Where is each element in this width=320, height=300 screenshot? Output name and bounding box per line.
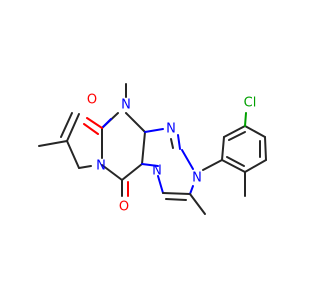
bond-c4a-c4 — [121, 163, 143, 181]
bond-c6-c7 — [162, 192, 191, 195]
bond-n9-c9a — [177, 134, 181, 150]
bond-c7-n8 — [189, 185, 194, 195]
bond-n7-c6 — [157, 175, 164, 194]
bond-c-methyl — [38, 140, 68, 147]
bond-ar6-ar1-inner — [226, 156, 245, 167]
bond-c9a-c9a-double — [170, 138, 174, 149]
bond-ar1-ar2 — [221, 136, 225, 161]
bond-c4a-n7 — [141, 163, 159, 167]
oxygen-atom-bottom: O — [119, 200, 129, 215]
nitrogen-atom-n8: N — [192, 171, 202, 186]
oxygen-atom-top: O — [87, 93, 97, 108]
bond-ar2-ar3-inner — [228, 131, 246, 141]
bond-c8a-c4a — [141, 131, 146, 165]
bond-ch2-c — [66, 140, 80, 169]
bond-c9a-n8 — [181, 149, 194, 170]
chlorine-atom: Cl — [244, 96, 257, 111]
bond-ar6-ar1 — [221, 159, 246, 173]
bond-c6-c7-double — [165, 198, 187, 201]
nitrogen-atom-n1: N — [121, 98, 131, 113]
bond-ar4-ar5 — [264, 136, 267, 161]
nitrogen-atom-n9: N — [166, 122, 176, 137]
bond-c-ch2-double-a — [66, 113, 80, 142]
atom-labels: O O N N N N N Cl — [87, 93, 256, 215]
bond-ar5-ar6 — [244, 159, 267, 173]
nitrogen-atom-n3: N — [96, 159, 106, 174]
molecule-structure-diagram: O O N N N N N Cl — [38, 83, 267, 215]
bond-ar3-ar4 — [244, 125, 266, 138]
nitrogen-atom-n7: N — [152, 164, 162, 179]
bond-n3-ch2 — [78, 165, 92, 169]
bonds — [38, 83, 267, 215]
bond-c2-o-double-b — [83, 123, 99, 135]
bond-c8a-n9 — [144, 128, 164, 133]
bond-n8-aryl — [202, 159, 223, 171]
bond-c4-n3 — [101, 164, 123, 181]
bond-n1-c2-n — [101, 118, 112, 129]
bond-ar3-cl — [244, 112, 247, 127]
bond-c2-o-double-a — [86, 117, 103, 129]
bond-ar2-ar3 — [223, 125, 246, 138]
bond-c-ch2-double-b — [60, 112, 73, 138]
bond-c7-methyl — [189, 193, 206, 215]
bond-n1-c8a — [125, 112, 146, 133]
